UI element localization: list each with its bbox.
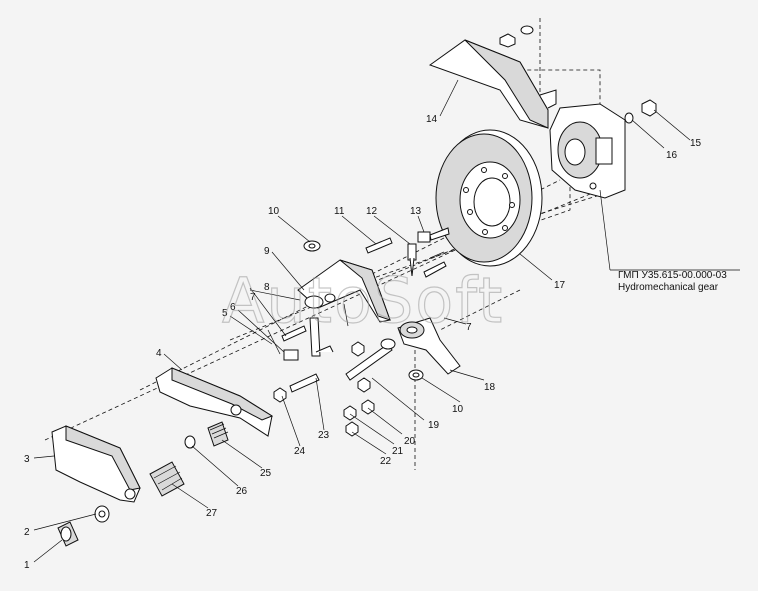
callout-22: 22 <box>380 456 392 467</box>
watermark: AutoSoft <box>222 264 504 337</box>
callout-20: 20 <box>404 436 416 447</box>
callout-26: 26 <box>236 486 248 497</box>
part-pin-11 <box>365 237 393 254</box>
callout-labels: 1 2 3 4 5 6 7 8 9 10 11 12 13 14 15 16 1… <box>24 114 702 571</box>
callout-18: 18 <box>484 382 496 393</box>
callout-5: 5 <box>222 308 228 319</box>
part-washer-10b <box>408 369 424 381</box>
callout-11: 11 <box>334 206 345 217</box>
callout-13: 13 <box>410 206 422 217</box>
callout-1: 1 <box>24 560 30 571</box>
callout-27: 27 <box>206 508 218 519</box>
part-bracket <box>297 259 391 323</box>
callout-21: 21 <box>392 446 404 457</box>
callout-6: 6 <box>230 302 236 313</box>
part-hydromechanical-gear <box>549 103 626 199</box>
part-nut-mid <box>351 341 371 393</box>
part-washer-2 <box>94 505 110 523</box>
part-pin-12 <box>407 243 417 277</box>
callout-23: 23 <box>318 430 330 441</box>
callout-16: 16 <box>666 150 678 161</box>
callout-7: 7 <box>250 292 256 303</box>
callout-4: 4 <box>156 348 162 359</box>
callout-19: 19 <box>428 420 440 431</box>
part-washer-26 <box>184 435 196 449</box>
callout-7-b: 7 <box>466 322 472 333</box>
callout-24: 24 <box>294 446 306 457</box>
part-spring-25 <box>207 421 229 447</box>
part-bolt-24 <box>273 373 320 403</box>
callout-9: 9 <box>264 246 270 257</box>
part-nut-22 <box>345 421 359 437</box>
part-lower-arm <box>51 425 141 503</box>
part-cotter-5 <box>267 329 281 355</box>
part-upper-arm <box>155 367 274 437</box>
part-nut-15 <box>641 99 657 117</box>
part-spring-27 <box>149 461 185 497</box>
part-pin-8 <box>281 325 307 342</box>
leader-lines <box>33 79 740 563</box>
part-nut-21 <box>343 405 357 421</box>
part-nut-20 <box>361 399 375 415</box>
callout-10-b: 10 <box>452 404 464 415</box>
part-washer-10 <box>303 240 321 252</box>
assembly-axis <box>229 69 601 341</box>
callout-17: 17 <box>554 280 566 291</box>
callout-14: 14 <box>426 114 438 125</box>
callout-15: 15 <box>690 138 702 149</box>
part-rod <box>345 338 396 381</box>
part-pin-b <box>423 251 447 278</box>
part-pin-23 <box>309 317 334 357</box>
part-nut-1 <box>57 521 79 547</box>
callout-3: 3 <box>24 454 30 465</box>
part-lever <box>397 317 461 375</box>
part-bolt-13 <box>417 227 450 243</box>
part-cotter-right <box>343 303 349 327</box>
part-name-caption: Hydromechanical gear <box>618 282 719 293</box>
part-washer-16 <box>624 112 634 124</box>
callout-25: 25 <box>260 468 272 479</box>
part-disc-guard <box>428 39 557 129</box>
part-brake-disc <box>435 129 543 267</box>
callout-12: 12 <box>366 206 378 217</box>
part-nut-top <box>499 25 534 48</box>
assembly-axis <box>439 289 521 331</box>
part-pin-6 <box>283 349 299 361</box>
callout-2: 2 <box>24 527 30 538</box>
part-code-caption: ГМП У35.615-00.000-03 <box>618 270 727 281</box>
callout-8: 8 <box>264 282 270 293</box>
callout-10: 10 <box>268 206 280 217</box>
